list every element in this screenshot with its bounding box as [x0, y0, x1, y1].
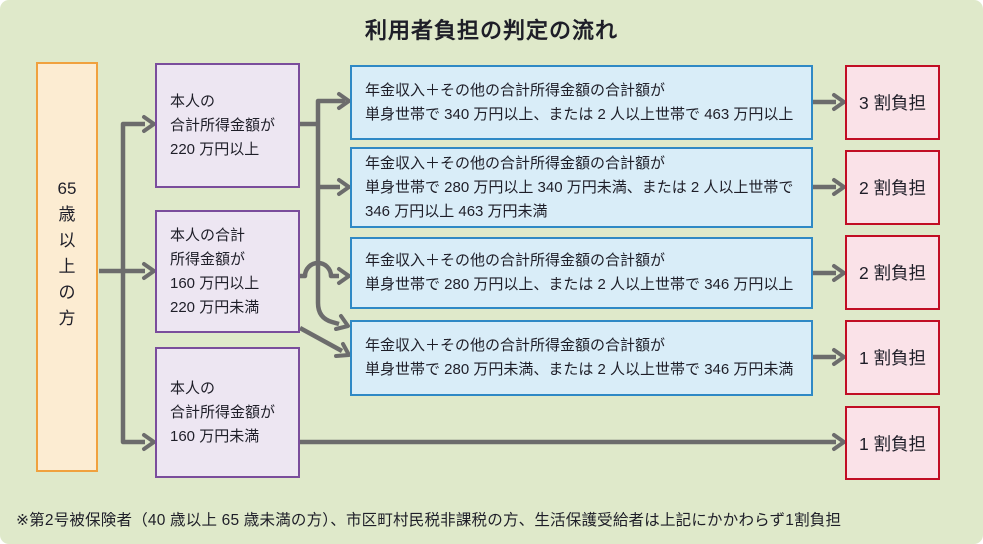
text-line: 単身世帯で 340 万円以上、または 2 人以上世帯で 463 万円以上	[365, 105, 794, 123]
age-box-char: 方	[58, 309, 76, 328]
trunk-age-to-income	[99, 115, 156, 451]
text-line: 220 万円以上	[170, 140, 260, 158]
income3-to-burden5	[300, 433, 846, 451]
burden-box-20pct-a: 2 割負担	[845, 150, 940, 225]
text-line: 160 万円以上	[170, 274, 260, 292]
text-line: 346 万円以上 463 万円未満	[365, 202, 548, 220]
text-line: 本人の	[170, 92, 216, 110]
pension-to-burden	[812, 93, 846, 366]
burden-label: 2 割負担	[858, 263, 927, 283]
text-line: 160 万円未満	[170, 427, 260, 445]
text-line: 220 万円未満	[170, 298, 260, 316]
footnote: ※第2号被保険者（40 歳以上 65 歳未満の方）、市区町村民税非課税の方、生活…	[16, 512, 842, 529]
pension-condition-box-2: 年金収入＋その他の合計所得金額の合計額が 単身世帯で 280 万円以上 340 …	[350, 147, 813, 228]
income-box-over-220: 本人の 合計所得金額が 220 万円以上	[155, 63, 300, 188]
burden-box-10pct-a: 1 割負担	[845, 320, 940, 395]
pension-condition-box-3: 年金収入＋その他の合計所得金額の合計額が 単身世帯で 280 万円以上、または …	[350, 237, 813, 309]
text-line: 単身世帯で 280 万円以上、または 2 人以上世帯で 346 万円以上	[365, 276, 794, 293]
text-line: 年金収入＋その他の合計所得金額の合計額が	[365, 81, 666, 99]
income-box-under-160: 本人の 合計所得金額が 160 万円未満	[155, 347, 300, 478]
income2-branches	[298, 260, 351, 358]
text-line: 本人の合計	[170, 226, 246, 244]
burden-box-20pct-b: 2 割負担	[845, 235, 940, 310]
age-box-char: 65	[57, 179, 77, 198]
pension-condition-box-4: 年金収入＋その他の合計所得金額の合計額が 単身世帯で 280 万円未満、または …	[350, 320, 813, 396]
text-line: 単身世帯で 280 万円以上 340 万円未満、または 2 人以上世帯で	[365, 178, 794, 196]
age-box-char: 上	[58, 257, 76, 276]
text-line: 年金収入＋その他の合計所得金額の合計額が	[365, 154, 666, 172]
burden-label: 1 割負担	[858, 348, 927, 368]
income-box-160-to-220: 本人の合計 所得金額が 160 万円以上 220 万円未満	[155, 210, 300, 333]
burden-box-10pct-b: 1 割負担	[845, 406, 940, 480]
text-line: 所得金額が	[170, 250, 246, 268]
text-line: 単身世帯で 280 万円未満、または 2 人以上世帯で 346 万円未満	[365, 361, 794, 378]
burden-box-30pct: 3 割負担	[845, 65, 940, 140]
burden-label: 3 割負担	[858, 93, 927, 113]
text-line: 合計所得金額が	[170, 116, 276, 134]
burden-label: 2 割負担	[858, 178, 927, 198]
age-group-box: 65 歳 以 上 の 方	[36, 62, 98, 472]
text-line: 年金収入＋その他の合計所得金額の合計額が	[365, 252, 666, 269]
burden-label: 1 割負担	[858, 433, 927, 454]
age-box-char: 以	[58, 231, 76, 250]
diagram-title: 利用者負担の判定の流れ	[364, 18, 618, 43]
age-box-char: の	[58, 283, 76, 302]
text-line: 本人の	[170, 379, 216, 397]
age-box-char: 歳	[58, 205, 76, 224]
trunk-income1-to-pension	[300, 92, 351, 331]
text-line: 合計所得金額が	[170, 403, 276, 421]
text-line: 年金収入＋その他の合計所得金額の合計額が	[365, 337, 666, 354]
pension-condition-box-1: 年金収入＋その他の合計所得金額の合計額が 単身世帯で 340 万円以上、または …	[350, 65, 813, 140]
